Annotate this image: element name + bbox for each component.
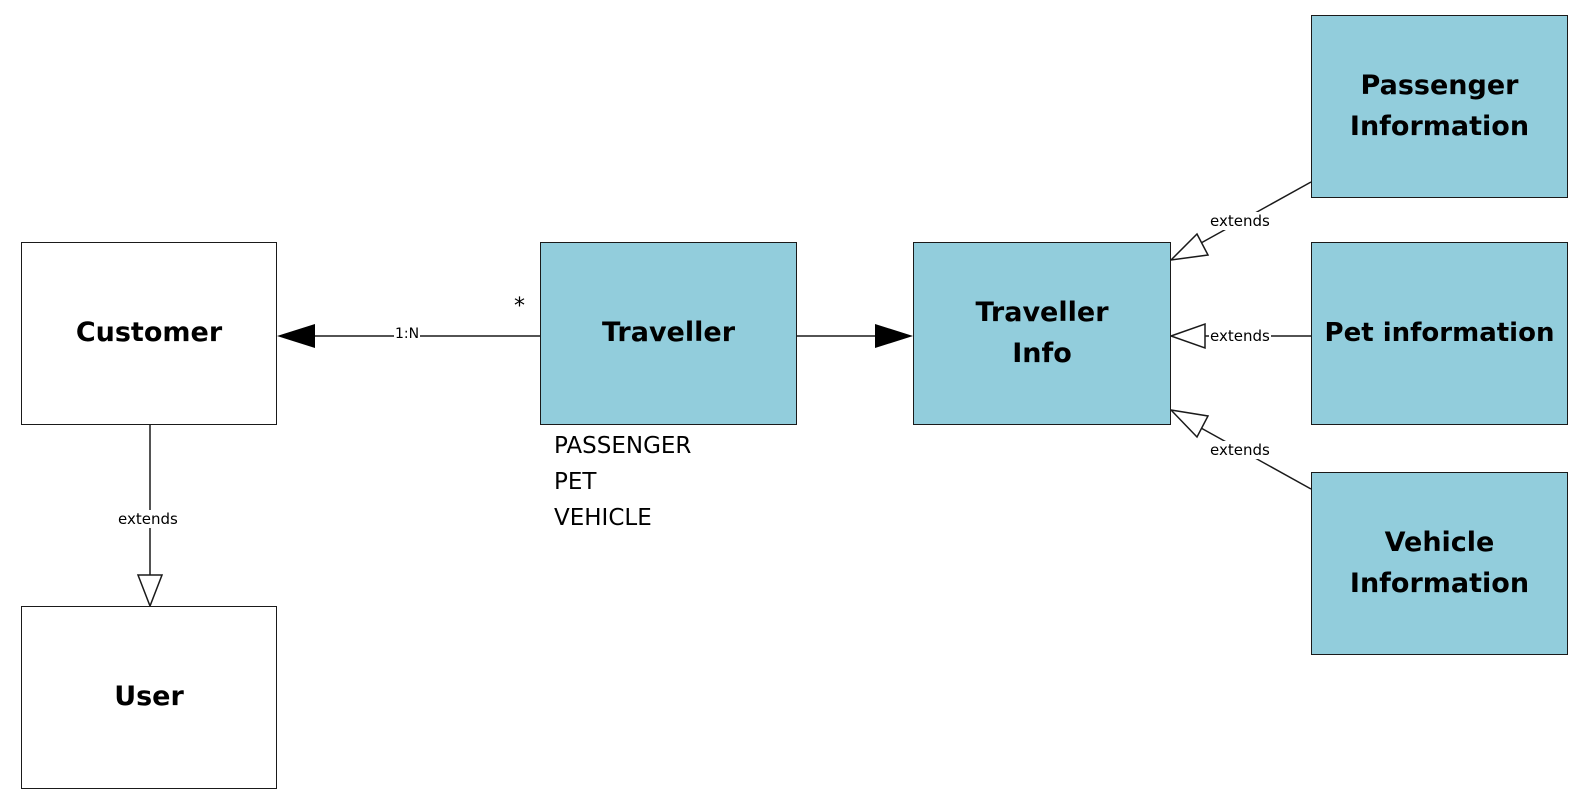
hollow-triangle-user	[136, 574, 164, 609]
traveller-class-box: Traveller	[540, 242, 797, 425]
vehicle-information-class-box: Vehicle Information	[1311, 472, 1568, 655]
traveller-type-list: PASSENGER PET VEHICLE	[554, 428, 691, 536]
customer-class-box: Customer	[21, 242, 277, 425]
traveller-type-item: PASSENGER	[554, 433, 692, 459]
hollow-triangle-pet	[1168, 322, 1206, 350]
extends-label-user: extends	[117, 510, 179, 528]
traveller-info-class-box: Traveller Info	[913, 242, 1171, 425]
filled-arrowhead-customer	[277, 324, 315, 348]
filled-arrowhead-traveller-info	[875, 324, 913, 348]
traveller-type-item: PET	[554, 469, 597, 495]
passenger-information-class-box: Passenger Information	[1311, 15, 1568, 198]
hollow-triangle-passenger	[1168, 232, 1210, 262]
cardinality-label: 1:N	[394, 325, 421, 343]
hollow-triangle-vehicle	[1168, 408, 1210, 439]
extends-label-pet: extends	[1209, 327, 1271, 345]
pet-information-class-box: Pet information	[1311, 242, 1568, 425]
multiplicity-label: *	[514, 294, 525, 319]
user-class-box: User	[21, 606, 277, 789]
extends-label-passenger: extends	[1209, 212, 1271, 230]
extends-label-vehicle: extends	[1209, 441, 1271, 459]
traveller-type-item: VEHICLE	[554, 505, 652, 531]
